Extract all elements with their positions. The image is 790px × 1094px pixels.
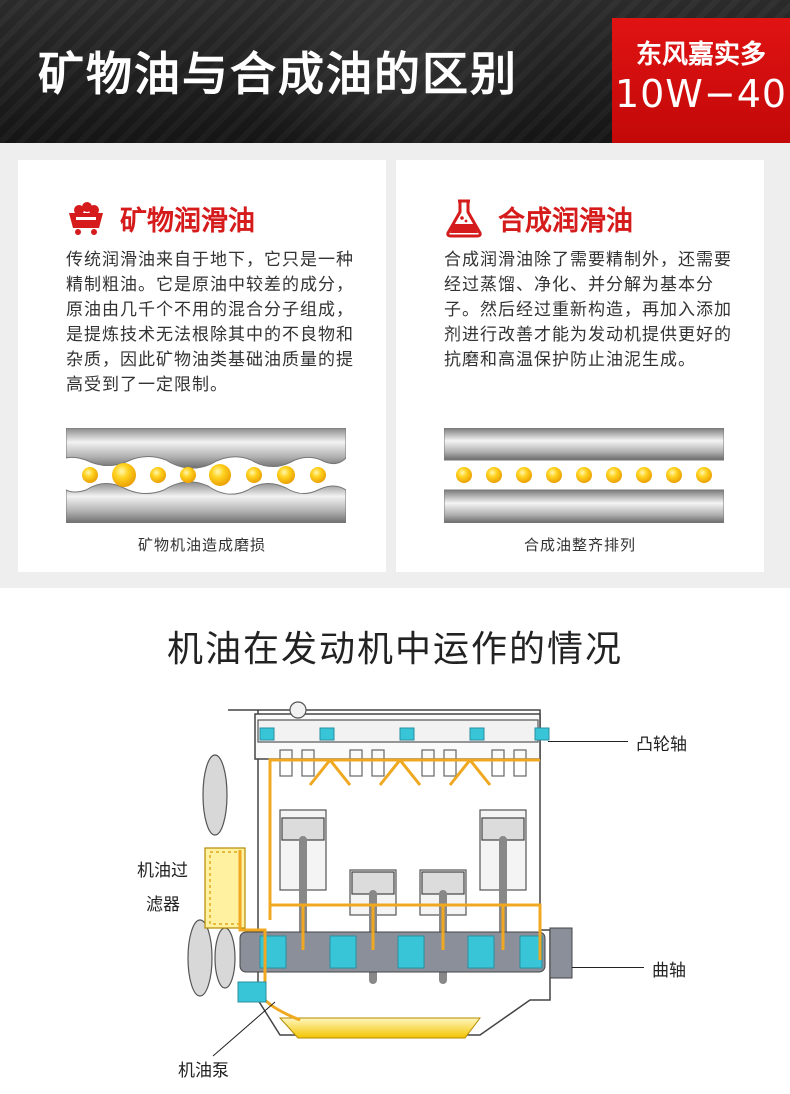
engine-section-title: 机油在发动机中运作的情况	[166, 629, 623, 670]
camshaft-bearings	[259, 727, 550, 741]
oil-molecule	[82, 467, 98, 483]
oil-molecule	[606, 467, 622, 483]
oil-pickup-line	[263, 998, 301, 1022]
synthetic-oil-card: 合成润滑油 合成润滑油除了需要精制外，还需要经过蒸馏、净化、并分解为基本分子。然…	[396, 160, 764, 572]
mineral-oil-caption: 矿物机油造成磨损	[137, 536, 266, 554]
synthetic-oil-caption: 合成油整齐排列	[523, 536, 636, 554]
oil-filter	[204, 847, 246, 929]
mineral-oil-card: 矿物润滑油 传统润滑油来自于地下，它只是一种精制粗油。它是原油中较差的成分，原油…	[18, 160, 386, 572]
oil-molecule	[486, 467, 502, 483]
oil-molecule	[516, 467, 532, 483]
oil-molecule	[310, 467, 326, 483]
mineral-oil-wear-diagram	[66, 428, 346, 523]
oil-molecule	[180, 467, 196, 483]
mineral-oil-title: 矿物润滑油	[120, 205, 255, 237]
viscosity-grade: 10W−40	[614, 72, 788, 116]
crankshaft-leader-line	[572, 967, 644, 968]
pulleys	[187, 754, 236, 997]
oil-molecule	[209, 464, 231, 486]
oil-molecule	[277, 466, 295, 484]
synthetic-oil-description: 合成润滑油除了需要精制外，还需要经过蒸馏、净化、并分解为基本分子。然后经过重新构…	[444, 250, 732, 370]
oil-molecule	[246, 467, 262, 483]
oil-molecule	[456, 467, 472, 483]
oil-passages	[238, 758, 542, 1000]
oil-pump-label: 机油泵	[178, 1061, 229, 1081]
oil-molecule	[112, 463, 136, 487]
crankshaft-label: 曲轴	[652, 961, 686, 981]
camshaft-label: 凸轮轴	[636, 735, 687, 755]
oil-molecule	[150, 467, 166, 483]
oil-molecule	[696, 467, 712, 483]
pistons	[281, 817, 525, 895]
oil-molecule	[666, 467, 682, 483]
synthetic-oil-aligned-diagram	[444, 428, 724, 523]
brand-badge: 东风嘉实多 10W−40	[612, 18, 790, 143]
oil-filter-label-line2: 滤器	[146, 895, 180, 915]
mineral-oil-description: 传统润滑油来自于地下，它只是一种精制粗油。它是原油中较差的成分，原油由几千个不用…	[66, 250, 354, 395]
valve-springs	[279, 749, 527, 777]
oil-molecule	[546, 467, 562, 483]
upper-metal-surface	[444, 428, 724, 461]
valve-cover	[257, 701, 539, 743]
oil-molecule	[636, 467, 652, 483]
header-glow	[250, 0, 550, 143]
brand-name: 东风嘉实多	[635, 40, 766, 70]
flask-icon	[446, 199, 482, 238]
mine-cart-icon	[69, 202, 103, 235]
oil-filter-label-line1: 机油过	[137, 861, 188, 881]
camshaft-leader-line	[548, 741, 628, 742]
engine-oil-flow-illustration	[187, 701, 573, 1039]
synthetic-oil-title: 合成润滑油	[498, 205, 633, 237]
upper-metal-surface	[66, 428, 346, 469]
oil-pump-leader-line	[212, 1001, 276, 1057]
oil-molecule	[576, 467, 592, 483]
lower-metal-surface	[444, 489, 724, 523]
oil-pump-body	[237, 981, 267, 1003]
synthetic-oil-heading: 合成润滑油	[444, 198, 633, 238]
oil-sump	[278, 1017, 481, 1039]
page-title: 矿物油与合成油的区别	[38, 47, 518, 101]
mineral-oil-heading: 矿物润滑油	[66, 198, 255, 238]
lower-metal-surface	[66, 481, 346, 523]
